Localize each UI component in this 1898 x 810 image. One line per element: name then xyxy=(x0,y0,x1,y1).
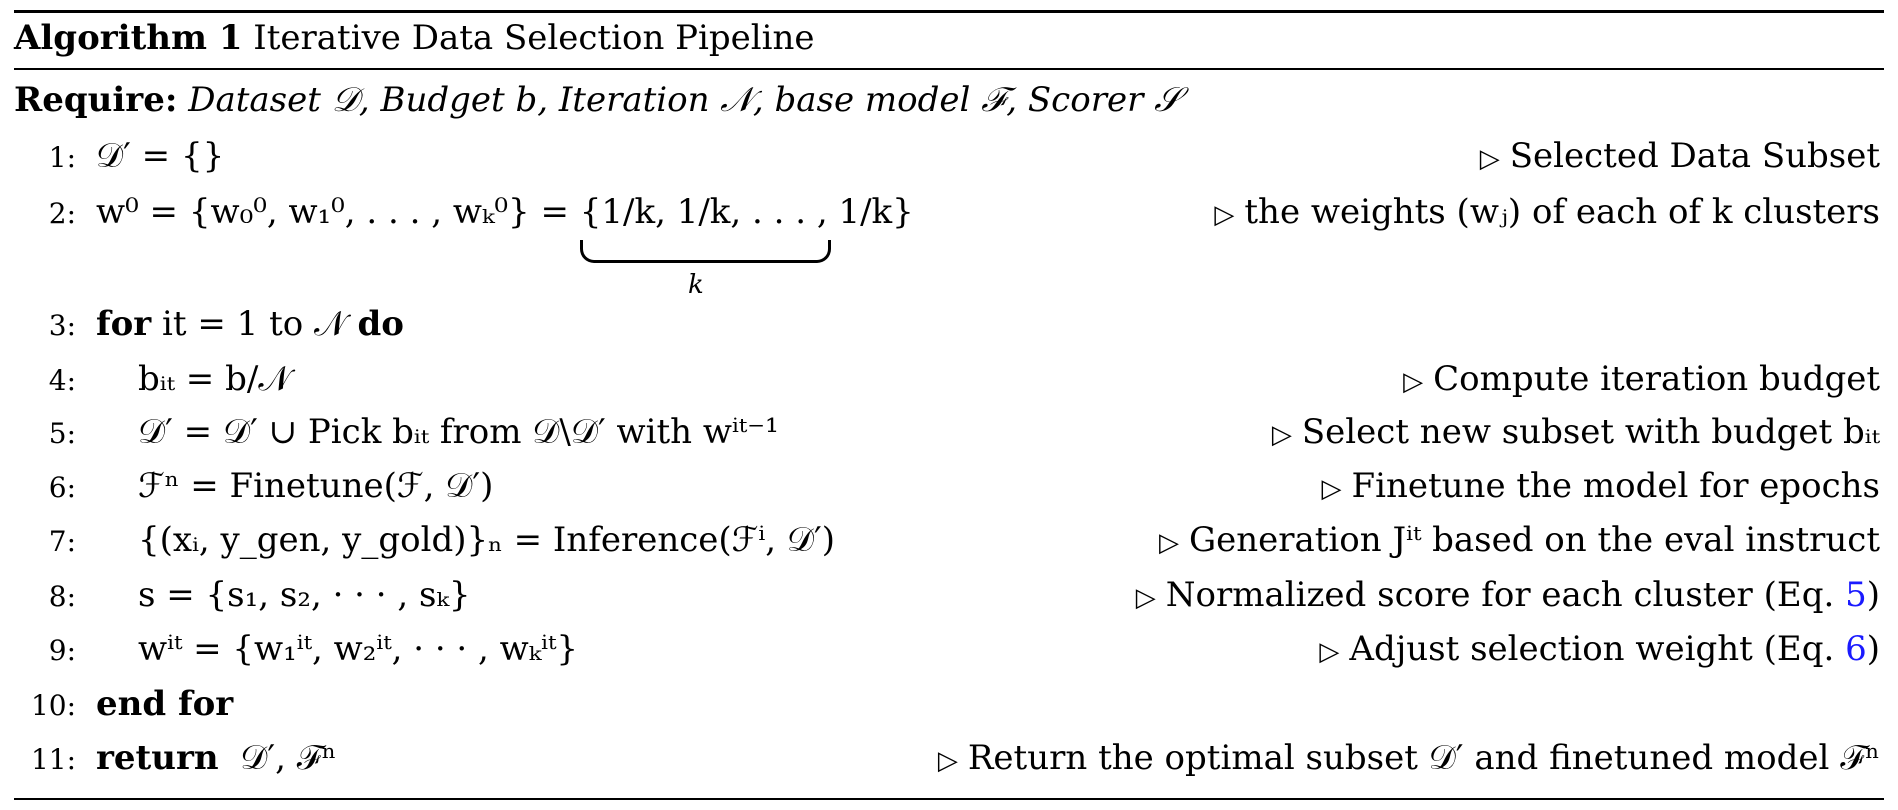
code: w⁰ = {w₀⁰, w₁⁰, . . . , wₖ⁰} = {1/k, 1/k… xyxy=(96,192,914,232)
require-line: Require: Dataset 𝒟, Budget b, Iteration … xyxy=(14,80,1880,126)
comment: ▷ Finetune the model for epochs xyxy=(1322,466,1881,506)
code: 𝒟′, ℱⁿ xyxy=(240,738,337,778)
algorithm-name: Iterative Data Selection Pipeline xyxy=(253,18,815,58)
comment: ▷Normalized score for each cluster (Eq. … xyxy=(1136,575,1880,615)
code: bᵢₜ = b/𝒩 xyxy=(138,359,291,399)
code: it = 1 to 𝒩 xyxy=(162,304,347,344)
line-1: 1: 𝒟′ = {} ▷ Selected Data Subset xyxy=(14,136,1880,182)
comment-text: Normalized score for each cluster (Eq. xyxy=(1165,575,1846,615)
comment: ▷ the weights (wⱼ) of each of k clusters xyxy=(1214,192,1880,232)
line-2: 2: w⁰ = {w₀⁰, w₁⁰, . . . , wₖ⁰} = {1/k, … xyxy=(14,192,1880,238)
line-number: 9: xyxy=(48,634,76,667)
comment-text: Compute iteration budget xyxy=(1433,359,1880,399)
line-number: 7: xyxy=(48,525,76,558)
line-number: 8: xyxy=(48,580,76,613)
line-number: 5: xyxy=(48,417,76,450)
line-8: 8: s = {s₁, s₂, · · · , sₖ} ▷ Normalized … xyxy=(14,575,1880,621)
triangle-icon: ▷ xyxy=(1403,367,1424,397)
title-rule xyxy=(14,68,1884,70)
comment: ▷ Return the optimal subset 𝒟′ and finetu… xyxy=(938,738,1880,778)
comment: ▷ Adjust selection weight (Eq. 6) xyxy=(1319,629,1880,669)
require-text: Dataset 𝒟, Budget b, Iteration 𝒩, base m… xyxy=(188,80,1181,120)
equation-link[interactable]: 6 xyxy=(1845,629,1867,669)
line-5: 5: 𝒟′ = 𝒟′ ∪ Pick bᵢₜ from 𝒟\𝒟′ with wⁱᵗ… xyxy=(14,412,1880,458)
code: {(xᵢ, y_gen, y_gold)}ₙ = Inference(ℱⁱ, 𝒟… xyxy=(138,520,835,560)
close-paren: ) xyxy=(1866,629,1880,669)
close-paren: ) xyxy=(1866,575,1880,615)
comment-text: Select new subset with budget bᵢₜ xyxy=(1301,412,1880,452)
triangle-icon: ▷ xyxy=(1135,583,1156,613)
code: 𝒟′ = 𝒟′ ∪ Pick bᵢₜ from 𝒟\𝒟′ with wⁱᵗ⁻¹ xyxy=(138,412,779,452)
equation-link[interactable]: 5 xyxy=(1845,575,1867,615)
triangle-icon: ▷ xyxy=(1319,637,1340,667)
line-3: 3: for it = 1 to 𝒩 do xyxy=(14,304,1880,350)
comment-text: Adjust selection weight (Eq. xyxy=(1349,629,1846,669)
line-11: 11: return 𝒟′, ℱⁿ ▷ Return the optimal su… xyxy=(14,738,1880,784)
comment-text: Generation Jⁱᵗ based on the eval instruc… xyxy=(1188,520,1880,560)
top-rule xyxy=(14,10,1884,13)
triangle-icon: ▷ xyxy=(1214,200,1235,230)
keyword-end-for: end for xyxy=(96,684,234,724)
comment: ▷ Selected Data Subset xyxy=(1480,136,1880,176)
algorithm-label: Algorithm 1 xyxy=(14,18,243,58)
line-number: 1: xyxy=(48,141,76,174)
triangle-icon: ▷ xyxy=(1479,144,1500,174)
keyword-do: do xyxy=(357,304,404,344)
keyword-for: for xyxy=(96,304,152,344)
line-number: 4: xyxy=(48,364,76,397)
line-9: 9: wⁱᵗ = {w₁ⁱᵗ, w₂ⁱᵗ, · · · , wₖⁱᵗ} ▷ Adj… xyxy=(14,629,1880,675)
comment: ▷ Compute iteration budget xyxy=(1403,359,1880,399)
code: 𝒟′ = {} xyxy=(96,136,225,176)
triangle-icon: ▷ xyxy=(1321,474,1342,504)
triangle-icon: ▷ xyxy=(1158,528,1179,558)
code: s = {s₁, s₂, · · · , sₖ} xyxy=(138,575,471,615)
line-number: 10: xyxy=(30,689,76,722)
bottom-rule xyxy=(14,798,1884,800)
line-7: 7: {(xᵢ, y_gen, y_gold)}ₙ = Inference(ℱⁱ… xyxy=(14,520,1880,566)
line-4: 4: bᵢₜ = b/𝒩 ▷ Compute iteration budget xyxy=(14,359,1880,405)
comment-text: Finetune the model for epochs xyxy=(1351,466,1881,506)
comment: ▷ Generation Jⁱᵗ based on the eval instru… xyxy=(1159,520,1880,560)
line-6: 6: ℱⁿ = Finetune(ℱ, 𝒟′) ▷ Finetune the mo… xyxy=(14,466,1880,512)
comment-text: Selected Data Subset xyxy=(1509,136,1880,176)
line-number: 11: xyxy=(30,743,76,776)
triangle-icon: ▷ xyxy=(1271,420,1292,450)
line-number: 6: xyxy=(48,471,76,504)
comment-text: Return the optimal subset 𝒟′ and finetun… xyxy=(967,738,1880,778)
line-10: 10: end for xyxy=(14,684,1880,730)
code: wⁱᵗ = {w₁ⁱᵗ, w₂ⁱᵗ, · · · , wₖⁱᵗ} xyxy=(138,629,579,669)
require-label: Require: xyxy=(14,80,178,120)
code: ℱⁿ = Finetune(ℱ, 𝒟′) xyxy=(138,466,494,506)
underbrace xyxy=(580,240,831,263)
underbrace-label: k xyxy=(688,270,704,300)
comment-text: the weights (wⱼ) of each of k clusters xyxy=(1244,192,1880,232)
triangle-icon: ▷ xyxy=(937,746,958,776)
keyword-return: return xyxy=(96,738,219,778)
line-number: 3: xyxy=(48,309,76,342)
comment: ▷ Select new subset with budget bᵢₜ xyxy=(1272,412,1880,452)
algorithm-title: Algorithm 1 Iterative Data Selection Pip… xyxy=(14,18,1880,64)
line-number: 2: xyxy=(48,197,76,230)
